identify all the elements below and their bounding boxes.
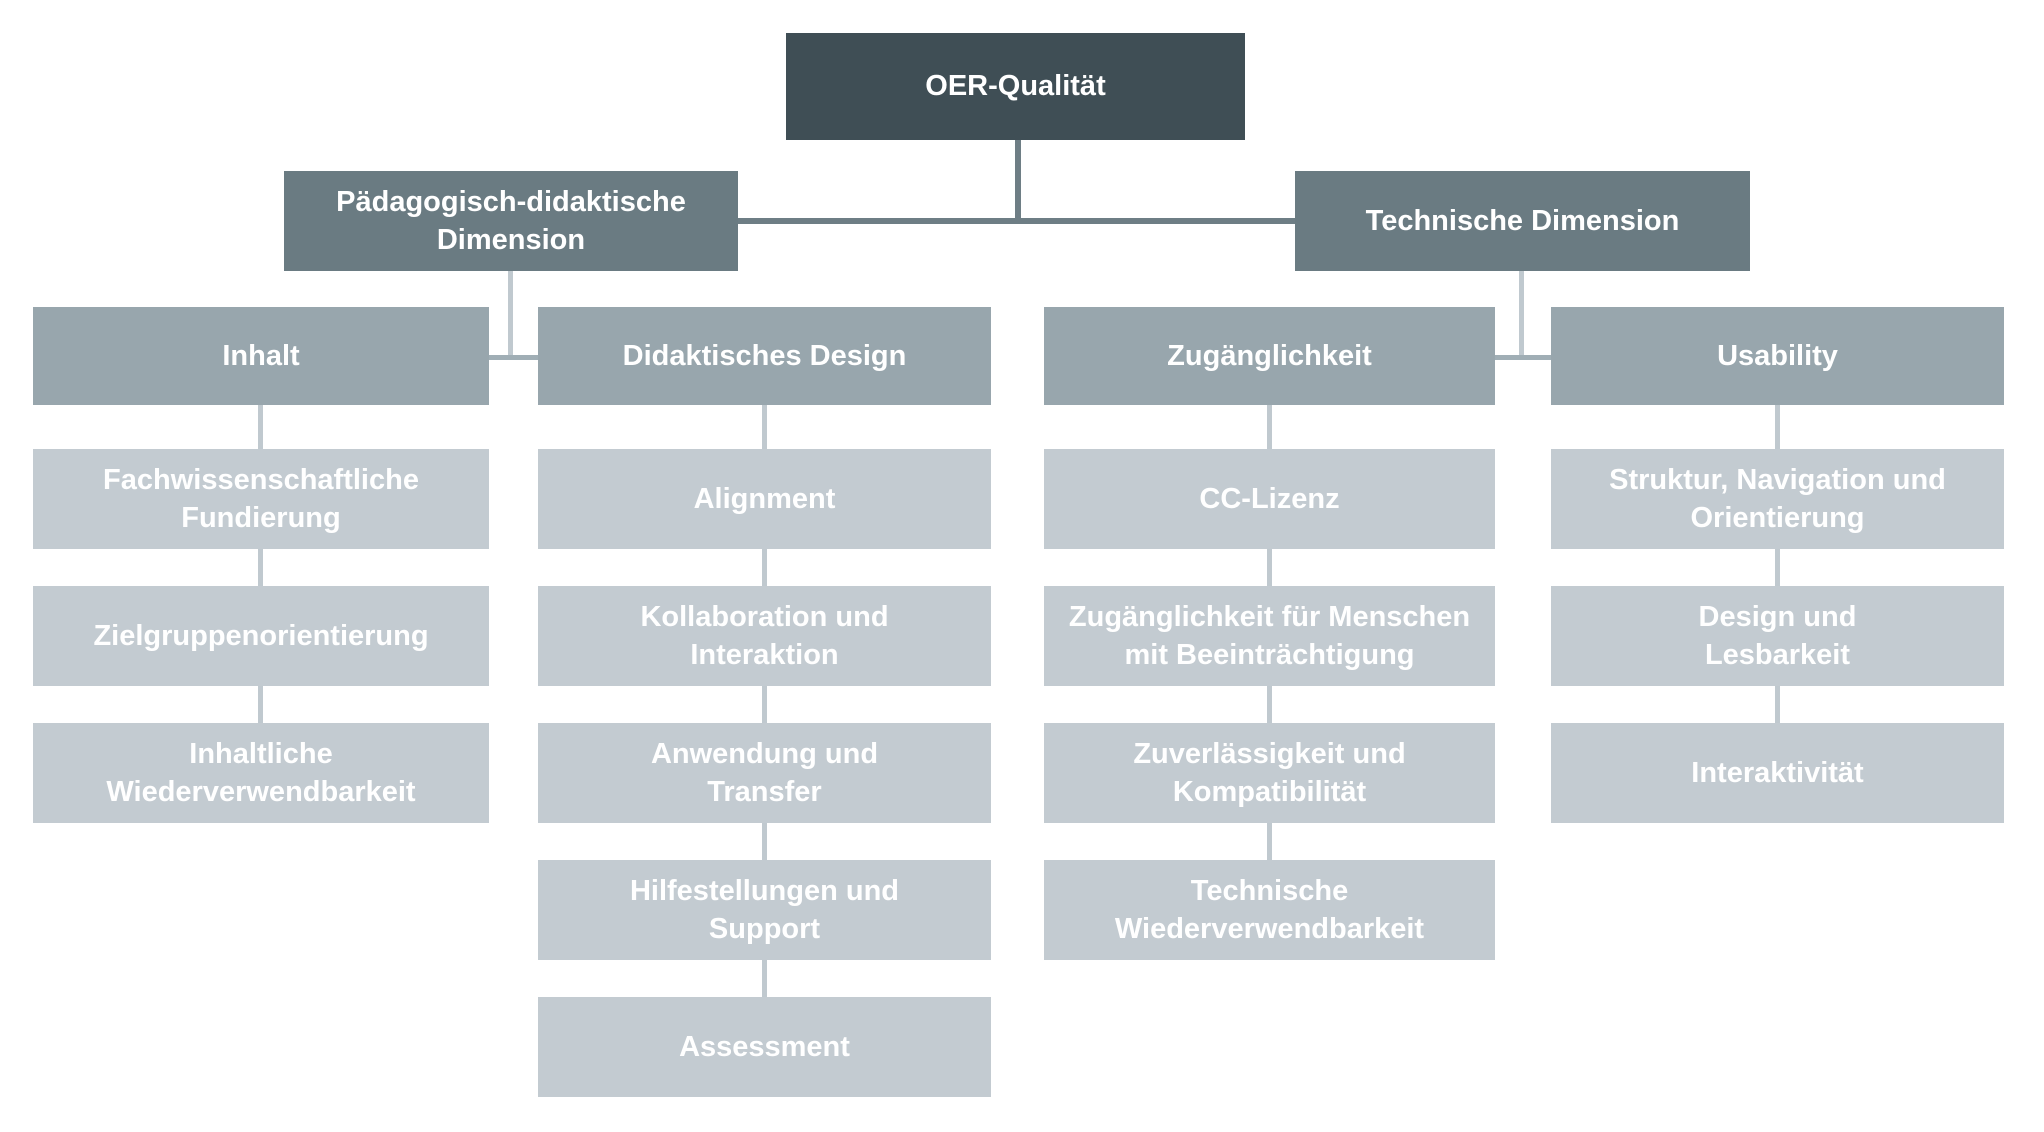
connector-stub bbox=[1267, 686, 1272, 723]
tree-node-fachwissenschaftliche-fundierung: Fachwissenschaftliche Fundierung bbox=[33, 449, 489, 549]
column-header-zugaenglichkeit: Zugänglichkeit bbox=[1044, 307, 1495, 405]
connector-stub bbox=[762, 686, 767, 723]
tree-node-interaktivitaet: Interaktivität bbox=[1551, 723, 2004, 823]
connector-stub bbox=[1267, 549, 1272, 586]
connector-stub bbox=[1775, 686, 1780, 723]
column-header-usability: Usability bbox=[1551, 307, 2004, 405]
connector-stub bbox=[258, 686, 263, 723]
tree-node-cc-lizenz: CC-Lizenz bbox=[1044, 449, 1495, 549]
connector-stub bbox=[762, 823, 767, 860]
connector-stub bbox=[762, 549, 767, 586]
connector-stub bbox=[1267, 405, 1272, 449]
column-header-didaktisches-design: Didaktisches Design bbox=[538, 307, 991, 405]
tree-node-design-und-lesbarkeit: Design und Lesbarkeit bbox=[1551, 586, 2004, 686]
tree-node-kollaboration-und-interaktion: Kollaboration und Interaktion bbox=[538, 586, 991, 686]
connector-stub bbox=[258, 549, 263, 586]
column-header-inhalt: Inhalt bbox=[33, 307, 489, 405]
connector-junction-left-horizontal bbox=[489, 355, 538, 360]
tree-node-hilfestellungen-und-support: Hilfestellungen und Support bbox=[538, 860, 991, 960]
tree-node-technische-wiederverwendbarkeit: Technische Wiederverwendbarkeit bbox=[1044, 860, 1495, 960]
connector-stub bbox=[1775, 549, 1780, 586]
tree-node-inhaltliche-wiederverwendbarkeit: Inhaltliche Wiederverwendbarkeit bbox=[33, 723, 489, 823]
connector-junction-right-horizontal bbox=[1495, 355, 1551, 360]
connector-stub bbox=[258, 405, 263, 449]
connector-dimensions-horizontal bbox=[738, 218, 1295, 224]
connector-paedagogisch-vertical bbox=[508, 271, 513, 360]
dimension-node-paedagogisch-didaktisch: Pädagogisch-didaktische Dimension bbox=[284, 171, 738, 271]
connector-stub bbox=[762, 405, 767, 449]
tree-node-struktur-navigation-orientierung: Struktur, Navigation und Orientierung bbox=[1551, 449, 2004, 549]
connector-stub bbox=[762, 960, 767, 997]
connector-root-vertical bbox=[1015, 140, 1021, 224]
tree-node-alignment: Alignment bbox=[538, 449, 991, 549]
root-node-oer-qualitaet: OER-Qualität bbox=[786, 33, 1245, 140]
tree-node-zugaenglichkeit-fuer-menschen: Zugänglichkeit für Menschen mit Beeinträ… bbox=[1044, 586, 1495, 686]
tree-node-zielgruppenorientierung: Zielgruppenorientierung bbox=[33, 586, 489, 686]
tree-node-anwendung-und-transfer: Anwendung und Transfer bbox=[538, 723, 991, 823]
connector-technische-vertical bbox=[1519, 271, 1524, 360]
connector-stub bbox=[1775, 405, 1780, 449]
dimension-node-technisch: Technische Dimension bbox=[1295, 171, 1750, 271]
connector-stub bbox=[1267, 823, 1272, 860]
tree-node-zuverlaessigkeit-und-kompatibilitaet: Zuverlässigkeit und Kompatibilität bbox=[1044, 723, 1495, 823]
tree-node-assessment: Assessment bbox=[538, 997, 991, 1097]
